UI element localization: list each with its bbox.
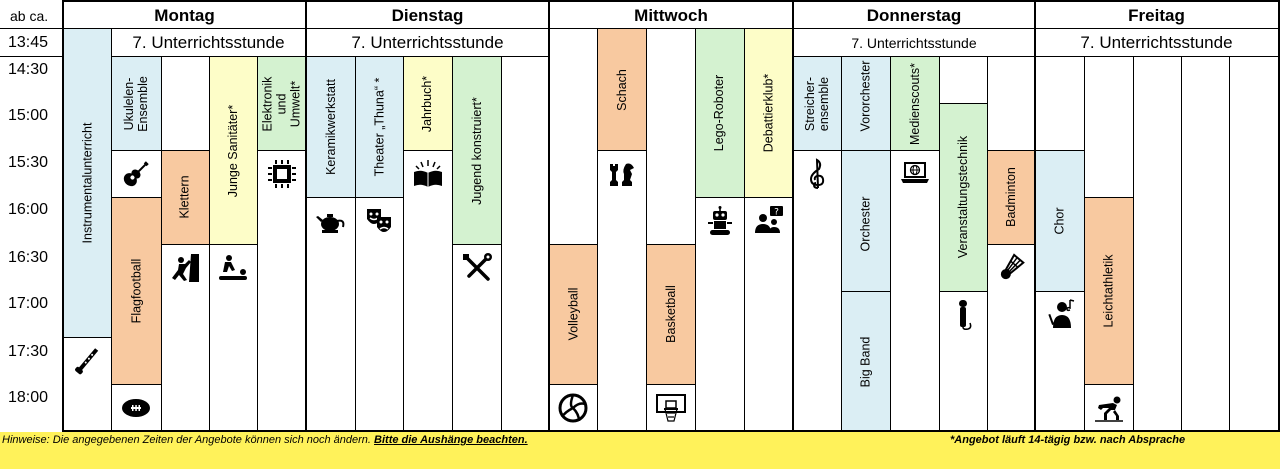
activity-flagfootball: Flagfootball (111, 197, 161, 384)
book-icon (403, 150, 452, 197)
svg-text:?: ? (774, 207, 779, 217)
activity-jugend-konstruiert: Jugend konstruiert* (452, 57, 501, 244)
activity-leichtathletik: Leichtathletik (1084, 197, 1133, 384)
teapot-icon (306, 197, 355, 244)
shuttlecock-icon (987, 244, 1035, 292)
microphone-icon (939, 291, 987, 338)
volleyball-icon (549, 384, 597, 432)
chess-icon (597, 150, 646, 197)
time-label: 14:30 (8, 61, 49, 78)
robot-icon (695, 197, 744, 244)
footer-hint-link: Bitte die Aushänge beachten. (374, 434, 528, 446)
debate-icon: ? (744, 197, 793, 244)
corner-label: ab ca. (10, 7, 49, 24)
singer-icon (1035, 291, 1084, 338)
activity-chor: Chor (1035, 150, 1084, 291)
football-icon (111, 384, 161, 432)
day-header-donnerstag: Donnerstag (866, 5, 962, 25)
footer-hint: Hinweise: Die angegebenen Zeiten der Ang… (2, 434, 528, 446)
activity-klettern: Klettern (161, 150, 209, 244)
time-label: 17:00 (8, 295, 49, 312)
day-header-dienstag: Dienstag (391, 5, 464, 25)
time-label: 17:30 (8, 343, 49, 360)
lesson7-donnerstag: 7. Unterrichtsstunde (851, 35, 977, 51)
activity-medienscouts: Medienscouts* (890, 57, 939, 150)
lesson7-dienstag: 7. Unterrichtsstunde (351, 33, 504, 52)
treble-clef-icon (793, 150, 841, 197)
theater-masks-icon (355, 197, 403, 244)
activity-debattierklub: Debattierklub* (744, 29, 793, 197)
time-label: 16:00 (8, 201, 49, 218)
activity-streicher-ensemble: Streicher-ensemble (793, 57, 841, 150)
time-label: 16:30 (8, 249, 49, 266)
tools-icon (452, 244, 501, 292)
activity-theater-thuna: Theater „Thuna“ * (355, 57, 403, 197)
activity-instrumentalunterricht: Instrumentalunterricht (63, 29, 111, 337)
day-header-montag: Montag (154, 5, 215, 25)
time-label: 15:00 (8, 107, 49, 124)
activity-big-band: Big Band (841, 291, 890, 432)
activity-jahrbuch: Jahrbuch* (403, 57, 452, 150)
time-label: 18:00 (8, 389, 49, 406)
activity-junge-sanitaeter: Junge Sanitäter* (209, 57, 257, 244)
activity-veranstaltungstechnik: Veranstaltungstechnik (939, 103, 987, 291)
guitar-icon (111, 150, 161, 197)
activity-badminton: Badminton (987, 150, 1035, 244)
activity-lego-roboter: Lego-Roboter (695, 29, 744, 197)
laptop-globe-icon (890, 150, 939, 197)
day-header-freitag: Freitag (1128, 5, 1185, 25)
footer-asterisk-note: *Angebot läuft 14-tägig bzw. nach Abspra… (950, 434, 1186, 446)
footer: Hinweise: Die angegebenen Zeiten der Ang… (0, 432, 1280, 469)
clarinet-icon (63, 337, 111, 385)
activity-volleyball: Volleyball (549, 244, 597, 384)
climbing-icon (161, 244, 209, 292)
activity-elektronik-und-umwelt: Elektronik und Umwelt* (257, 57, 306, 150)
time-label: 13:45 (8, 34, 49, 51)
time-label: 15:30 (8, 154, 49, 171)
lesson7-freitag: 7. Unterrichtsstunde (1080, 33, 1233, 52)
activity-ukulelen-ensemble: Ukulelen-Ensemble (111, 57, 161, 150)
runner-icon (1084, 384, 1133, 432)
first-aid-icon (209, 244, 257, 292)
basketball-hoop-icon (646, 384, 695, 432)
activity-keramikwerkstatt: Keramikwerkstatt (306, 57, 355, 197)
lesson7-montag: 7. Unterrichtsstunde (132, 33, 285, 52)
chip-icon (257, 150, 306, 197)
day-header-mittwoch: Mittwoch (634, 5, 708, 25)
activity-basketball: Basketball (646, 244, 695, 384)
activity-schach: Schach (597, 29, 646, 150)
